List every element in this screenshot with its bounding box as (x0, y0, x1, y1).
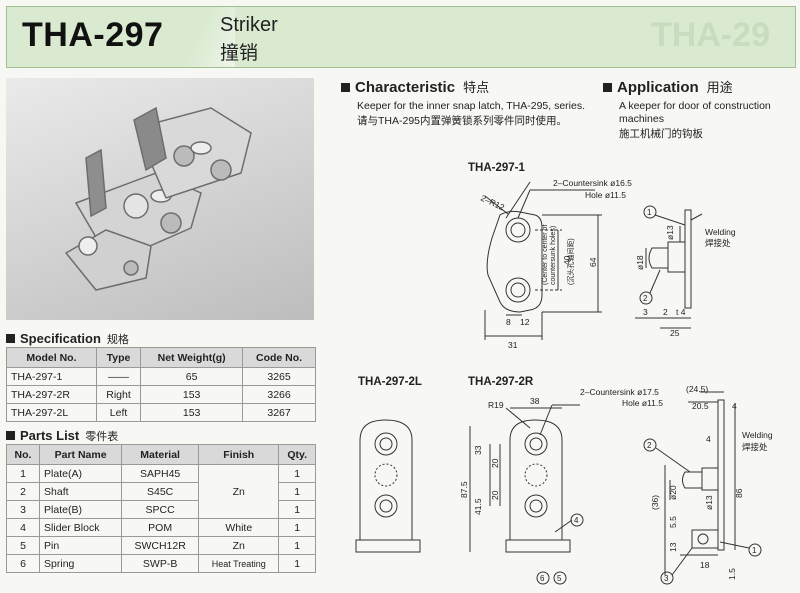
drawing1-welding-label: Welding (705, 227, 736, 237)
drawing1-dim-d18: ø18 (635, 255, 645, 270)
characteristic-text-en: Keeper for the inner snap latch, THA-295… (357, 100, 586, 112)
application-text-cn: 施工机械门的钩板 (619, 128, 703, 140)
drawing2r-title: THA-297-2R (468, 376, 534, 388)
callout-3: 3 (664, 574, 669, 583)
drawing2-dim-41-5: 41.5 (473, 498, 483, 515)
drawing2-countersink-label: 2–Countersink ø17.5 (580, 387, 659, 397)
product-code: THA-297 (22, 16, 164, 54)
drawing1-welding-cn: 焊接处 (705, 238, 731, 248)
callout-1: 1 (752, 546, 757, 555)
drawing2-dim-38: 38 (530, 396, 540, 406)
square-bullet-icon (341, 83, 350, 92)
drawing2-dim-87-5: 87.5 (459, 481, 469, 498)
drawing1-dim-t4: t 4 (676, 307, 686, 317)
characteristic-text-cn: 请与THA-295内置弹簧锁系列零件同时使用。 (357, 115, 568, 127)
spec-col-model: Model No. (6, 347, 97, 368)
drawing2-dim-13: 13 (668, 542, 678, 552)
drawing1-dim-31: 31 (508, 340, 518, 350)
drawing1-dim-40: 40 (562, 255, 572, 265)
spec-col-type: Type (95, 347, 142, 368)
drawing2-dim-1-5: 1.5 (727, 568, 737, 580)
parts-col-no: No. (5, 444, 41, 465)
drawing2-welding-label: Welding (742, 430, 773, 440)
drawing1-radius-label: 2–R12 (479, 193, 506, 213)
parts-col-name: Part Name (39, 444, 123, 465)
callout-5: 5 (557, 574, 562, 583)
drawing2-dim-4b: 4 (706, 434, 711, 444)
square-bullet-icon (6, 334, 15, 343)
callout-2: 2 (643, 294, 648, 303)
square-bullet-icon (603, 83, 612, 92)
drawing1-dim-25: 25 (670, 328, 680, 338)
spec-col-weight: Net Weight(g) (140, 347, 244, 368)
drawing2-dim-20b: 20 (490, 490, 500, 500)
drawing2-dim-18: 18 (700, 560, 710, 570)
parts-col-finish: Finish (198, 444, 280, 465)
drawing1-dim-d13: ø13 (665, 225, 675, 240)
drawing1-dim-8: 8 (506, 317, 511, 327)
drawing2-dim-24-5: (24.5) (686, 384, 708, 394)
drawing2-dim-4: 4 (732, 401, 737, 411)
drawing1-dim-12: 12 (520, 317, 530, 327)
specification-table: Model No. Type Net Weight(g) Code No. TH… (6, 347, 316, 422)
drawing1-dim-64: 64 (588, 257, 598, 267)
drawing2-dim-d13: ø13 (704, 495, 714, 510)
drawing1-center-note-1: (Center to center of (542, 225, 549, 285)
drawing2-welding-cn: 焊接处 (742, 442, 768, 452)
product-name-en: Striker (220, 14, 278, 36)
drawing1-title: THA-297-1 (468, 162, 525, 174)
drawing1-hole-label: Hole ø11.5 (585, 190, 626, 200)
drawing-tha-297-2: R19 38 2–Countersink ø17.5 Hole ø11.5 33… (355, 384, 773, 585)
application-text-en-2: machines (619, 113, 664, 125)
drawing2-hole-label: Hole ø11.5 (622, 398, 663, 408)
drawing2-dim-5-5: 5.5 (668, 516, 678, 528)
drawing1-countersink-label: 2–Countersink ø16.5 (553, 178, 632, 188)
drawing1-dim-3: 3 (643, 307, 648, 317)
square-bullet-icon (6, 431, 15, 440)
product-name-cn: 撞销 (220, 43, 259, 64)
parts-col-qty: Qty. (278, 444, 316, 465)
header-band (6, 6, 796, 68)
drawing2-dim-36: (36) (650, 495, 660, 510)
drawing2-dim-20-5: 20.5 (692, 401, 709, 411)
drawing2l-title: THA-297-2L (358, 376, 422, 388)
product-photo (6, 78, 314, 320)
striker-photo-illustration (64, 106, 252, 291)
callout-2: 2 (647, 441, 652, 450)
callout-4: 4 (574, 516, 579, 525)
spec-col-code: Code No. (242, 347, 316, 368)
drawing2-dim-20a: 20 (490, 458, 500, 468)
drawing2-dim-d20: ø20 (668, 485, 678, 500)
parts-col-material: Material (121, 444, 200, 465)
callout-6: 6 (540, 574, 545, 583)
drawing2-dim-86: 86 (734, 488, 744, 498)
drawing1-dim-2: 2 (663, 307, 668, 317)
drawing1-center-note-2: countersunk holes) (550, 226, 557, 285)
finish-merged-cell: Zn (198, 464, 280, 519)
drawing1-center-note-cn: (沉头孔轴间距) (566, 238, 575, 285)
drawing2-dim-33: 33 (473, 445, 483, 455)
drawing2-radius-label: R19 (488, 400, 504, 410)
application-text-en-1: A keeper for door of construction (619, 100, 771, 112)
drawing-tha-297-1: 2–Countersink ø16.5 Hole ø11.5 2–R12 (Ce… (479, 178, 736, 350)
header-watermark: THA-29 (650, 16, 770, 54)
callout-1: 1 (647, 208, 652, 217)
